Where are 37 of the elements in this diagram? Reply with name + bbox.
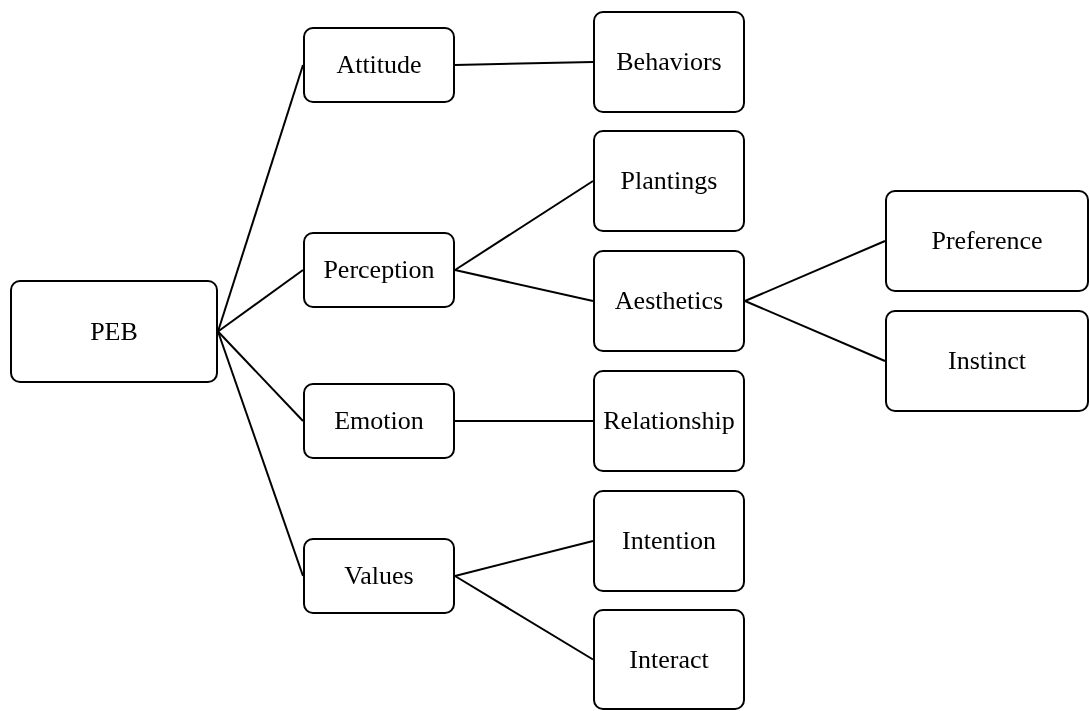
rounded-box: [303, 538, 455, 614]
rounded-box: [885, 190, 1089, 292]
connector-line: [454, 180, 594, 271]
connector-line: [454, 420, 594, 422]
rounded-box: [593, 609, 745, 710]
rounded-box: [885, 310, 1089, 412]
node-label: Interact: [629, 644, 709, 675]
rounded-box: [593, 11, 745, 113]
rounded-box: [303, 383, 455, 459]
connector-line: [454, 575, 594, 661]
node-label: Relationship: [603, 406, 735, 436]
node-label: Instinct: [948, 346, 1026, 376]
rounded-box: [10, 280, 218, 383]
connector-line: [217, 64, 304, 333]
connector-line: [217, 330, 304, 422]
rounded-box: [593, 370, 745, 472]
connector-line: [217, 269, 304, 333]
node-label: PEB: [90, 316, 138, 347]
rounded-box: [303, 232, 455, 308]
rounded-box: [303, 27, 455, 103]
node-label: Intention: [622, 526, 716, 556]
node-label: Plantings: [620, 166, 718, 196]
node-label: Aesthetics: [614, 286, 724, 316]
connector-line: [744, 240, 886, 302]
rounded-box: [593, 250, 745, 352]
node-label: Preference: [931, 226, 1043, 256]
connector-line: [454, 540, 594, 577]
rounded-box: [593, 490, 745, 592]
connector-line: [744, 300, 886, 362]
connector-line: [454, 269, 594, 302]
connector-line: [454, 61, 594, 66]
node-label: Perception: [323, 255, 435, 285]
rounded-box: [593, 130, 745, 232]
node-label: Behaviors: [616, 47, 722, 77]
node-label: Emotion: [334, 406, 424, 436]
node-label: Attitude: [336, 50, 422, 80]
node-label: Values: [344, 561, 414, 591]
